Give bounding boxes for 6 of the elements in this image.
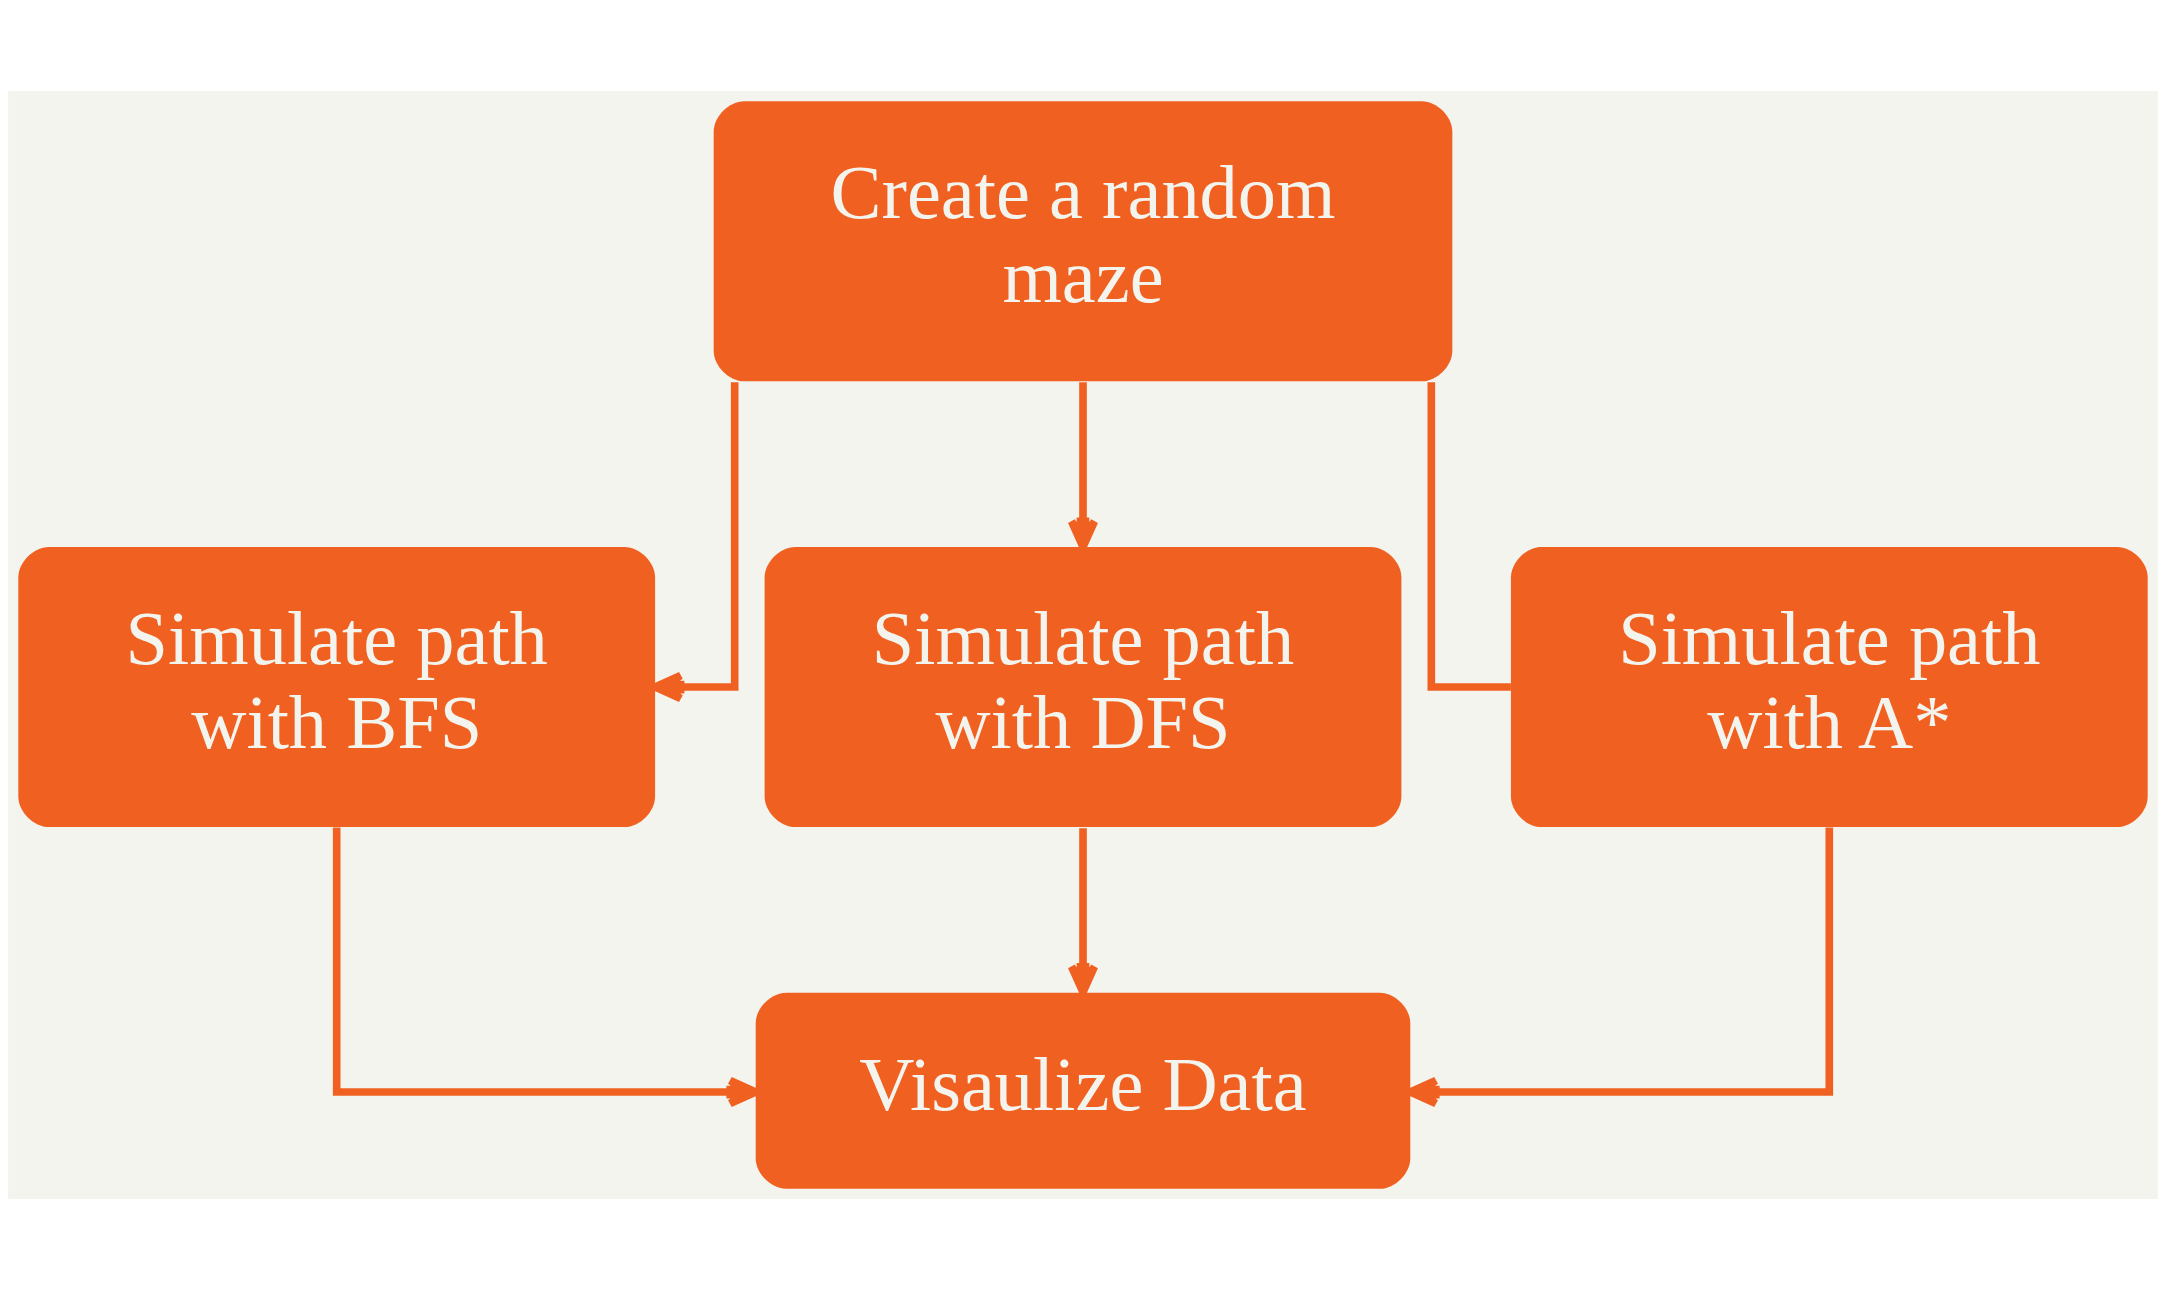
node-box: Visaulize Data <box>755 992 1411 1189</box>
node-box: Create a random maze <box>713 100 1453 381</box>
node-box: Simulate path with DFS <box>764 546 1402 827</box>
connector <box>1427 381 1511 691</box>
node-box: Simulate path with BFS <box>18 546 656 827</box>
node-box: Simulate path with A* <box>1510 546 2148 827</box>
